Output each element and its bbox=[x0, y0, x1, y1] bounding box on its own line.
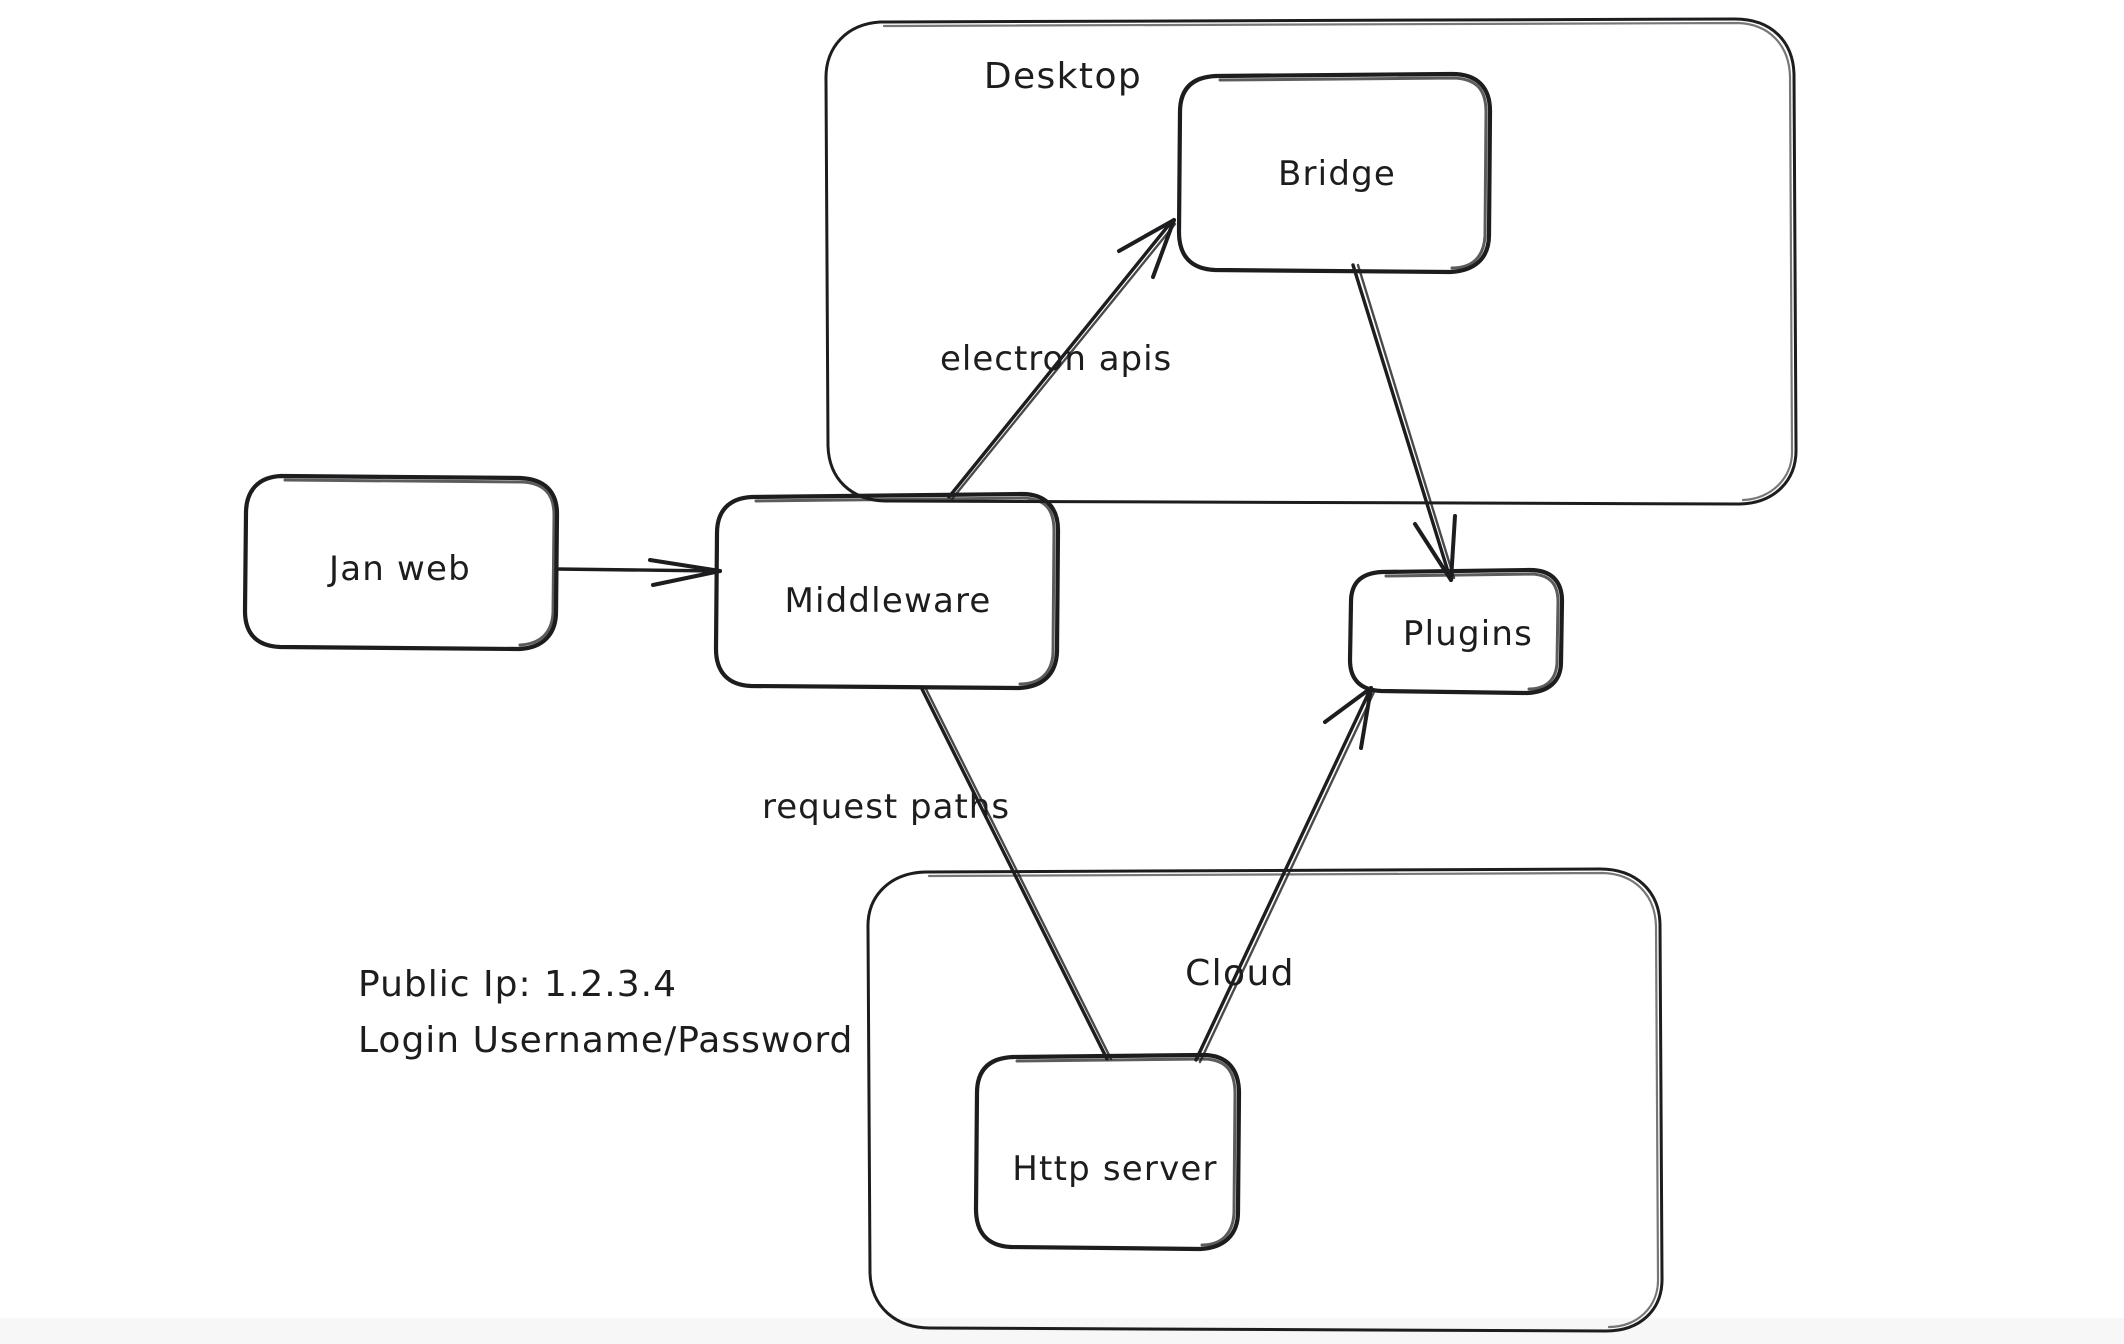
node-http-server[interactable]: Http server bbox=[973, 1052, 1242, 1252]
edge-middleware-to-http-server[interactable]: request paths bbox=[762, 685, 1113, 1061]
node-middleware-label: Middleware bbox=[784, 581, 991, 621]
node-jan-web[interactable]: Jan web bbox=[242, 473, 560, 652]
edge-middleware-to-bridge[interactable]: electron apis bbox=[940, 218, 1177, 501]
bottom-edge-strip bbox=[0, 1318, 2124, 1344]
node-plugins[interactable]: Plugins bbox=[1347, 567, 1565, 696]
edge-bridge-to-plugins[interactable] bbox=[1351, 263, 1457, 582]
note-public-ip: Public Ip: 1.2.3.4 bbox=[358, 964, 677, 1005]
node-bridge[interactable]: Bridge bbox=[1176, 71, 1493, 275]
edge-label-electron-apis: electron apis bbox=[940, 339, 1172, 379]
container-desktop-label: Desktop bbox=[984, 56, 1142, 97]
edge-label-request-paths: request paths bbox=[762, 787, 1010, 827]
container-cloud[interactable]: Cloud bbox=[866, 867, 1664, 1333]
edge-http-server-to-plugins[interactable] bbox=[1194, 686, 1376, 1064]
container-desktop[interactable]: Desktop bbox=[824, 17, 1798, 506]
node-bridge-label: Bridge bbox=[1278, 154, 1396, 194]
edge-jan-web-to-middleware[interactable] bbox=[554, 558, 722, 587]
note-login-credentials: Login Username/Password bbox=[358, 1020, 853, 1061]
node-jan-web-label: Jan web bbox=[327, 549, 471, 589]
node-plugins-label: Plugins bbox=[1403, 614, 1533, 654]
note-block: Public Ip: 1.2.3.4 Login Username/Passwo… bbox=[358, 964, 853, 1061]
container-cloud-label: Cloud bbox=[1185, 953, 1295, 994]
node-http-server-label: Http server bbox=[1012, 1149, 1217, 1189]
node-middleware[interactable]: Middleware bbox=[713, 491, 1061, 691]
